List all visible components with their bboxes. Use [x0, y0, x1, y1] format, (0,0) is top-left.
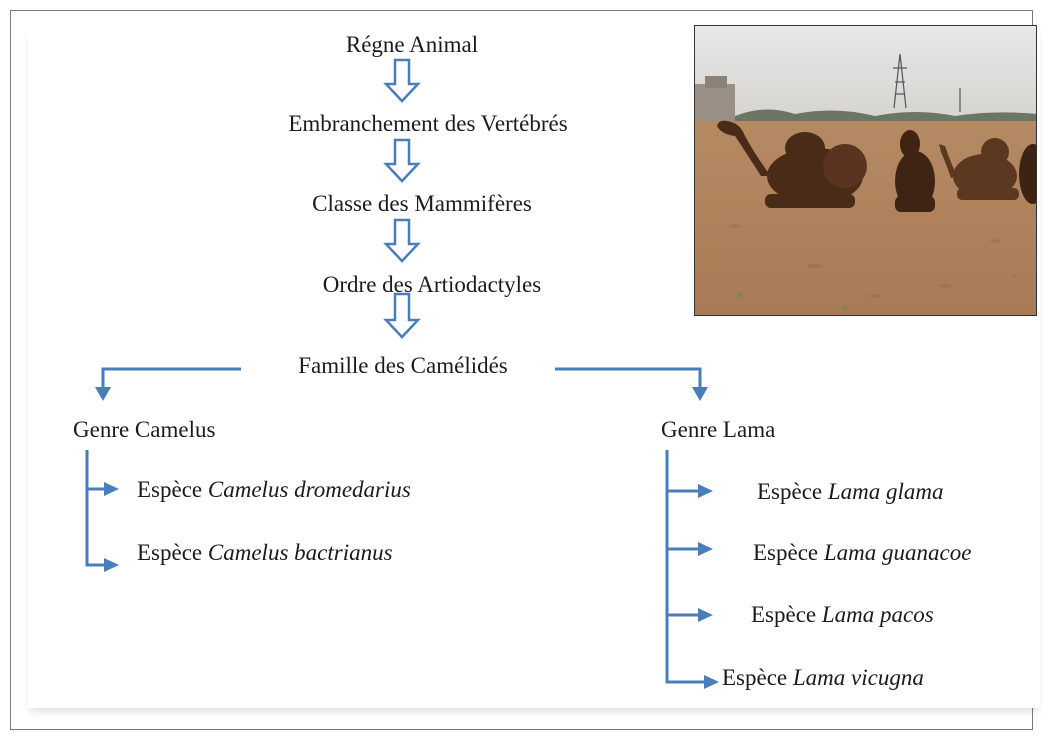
order-label: Ordre des Artiodactyles	[322, 272, 542, 297]
family-camelus-line	[101, 367, 241, 388]
arrowhead-camelus-sp1	[104, 482, 119, 496]
lama-bracket-line	[665, 450, 706, 684]
class-label: Classe des Mammifères	[312, 191, 532, 216]
species-name: Lama vicugna	[792, 665, 924, 690]
species-name: Lama pacos	[821, 602, 934, 627]
family-lama-line	[555, 367, 702, 388]
block-arrow-class-order	[383, 218, 421, 263]
species-lama-pacos: Espèce Lama pacos	[751, 603, 934, 626]
species-prefix: Espèce	[722, 665, 788, 690]
species-prefix: Espèce	[137, 477, 203, 502]
arrowhead-camelus	[95, 387, 111, 401]
block-arrow-kingdom-phylum	[383, 58, 421, 103]
arrowhead-lama-sp4	[704, 675, 719, 689]
genus-lama-label: Genre Lama	[661, 417, 776, 442]
arrowhead-lama-sp2	[698, 542, 713, 556]
genus-camelus-label: Genre Camelus	[73, 417, 216, 442]
arrowhead-lama	[692, 387, 708, 401]
camelus-bracket-line	[85, 450, 106, 567]
species-prefix: Espèce	[757, 479, 823, 504]
species-name: Camelus dromedarius	[207, 477, 411, 502]
species-camelus-bactrianus: Espèce Camelus bactrianus	[137, 541, 393, 564]
species-prefix: Espèce	[137, 540, 203, 565]
species-name: Lama glama	[827, 479, 944, 504]
arrowhead-lama-sp3	[698, 608, 713, 622]
phylum-label: Embranchement des Vertébrés	[288, 111, 568, 136]
species-lama-glama: Espèce Lama glama	[757, 480, 944, 503]
species-prefix: Espèce	[751, 602, 817, 627]
arrowhead-camelus-sp2	[104, 558, 119, 572]
species-lama-guanacoe: Espèce Lama guanacoe	[753, 541, 971, 564]
species-name: Camelus bactrianus	[207, 540, 393, 565]
kingdom-label: Régne Animal	[345, 32, 479, 57]
species-camelus-dromedarius: Espèce Camelus dromedarius	[137, 478, 411, 501]
family-label: Famille des Camélidés	[298, 353, 508, 378]
block-arrow-phylum-class	[383, 138, 421, 183]
block-arrow-order-family	[383, 292, 421, 339]
camels-photo	[694, 25, 1037, 316]
species-lama-vicugna: Espèce Lama vicugna	[722, 666, 924, 689]
camels-photo-illustration	[695, 26, 1036, 315]
species-prefix: Espèce	[753, 540, 819, 565]
species-name: Lama guanacoe	[823, 540, 972, 565]
arrowhead-lama-sp1	[698, 484, 713, 498]
